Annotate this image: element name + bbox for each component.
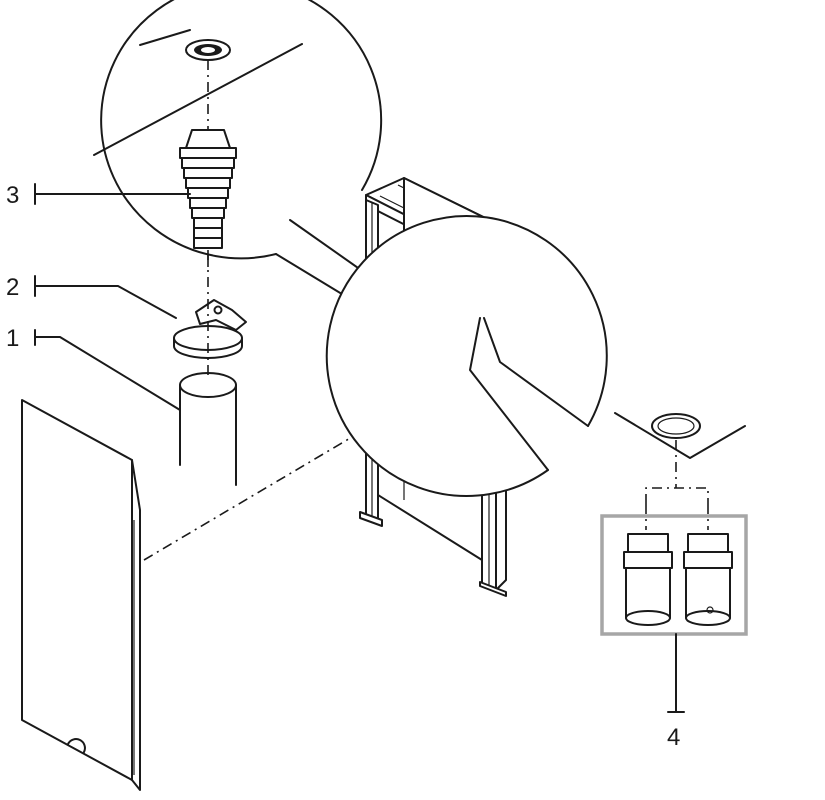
callout-2: 2 xyxy=(6,274,177,319)
callout-3-label: 3 xyxy=(6,182,19,209)
callout-1-label: 1 xyxy=(6,325,19,352)
callout-4: 4 xyxy=(667,633,685,751)
drain-pipe xyxy=(179,372,237,486)
callout-1: 1 xyxy=(6,325,181,411)
detail-circle-bottom xyxy=(325,214,748,636)
callout-4-label: 4 xyxy=(667,724,680,751)
hose-clamp xyxy=(173,299,247,359)
callout-2-label: 2 xyxy=(6,274,19,301)
adapter-right xyxy=(683,533,733,626)
adapter-left xyxy=(623,533,673,626)
cover-panel xyxy=(21,399,141,791)
bellows-adapter xyxy=(179,129,237,249)
adapter-set-highlight-box xyxy=(600,514,748,636)
detail-circle-top xyxy=(93,0,383,268)
callout-3: 3 xyxy=(6,182,191,209)
